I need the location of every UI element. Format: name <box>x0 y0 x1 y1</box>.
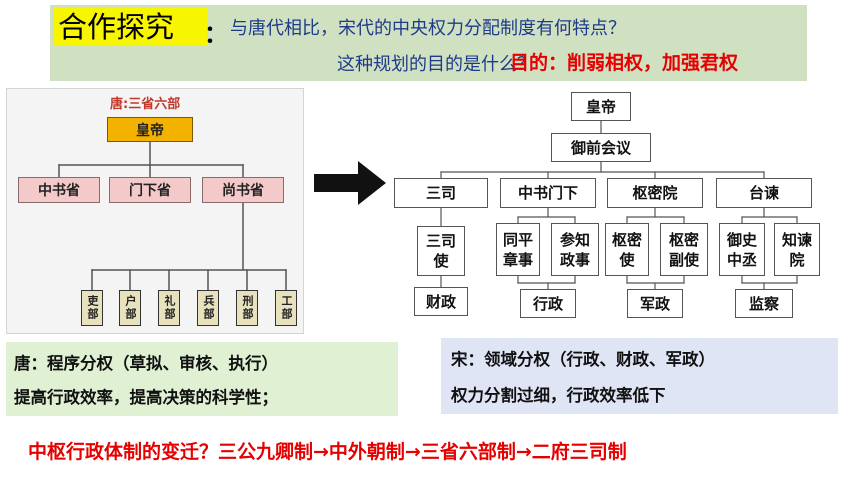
song-official-zhijianyuan: 知谏院 <box>774 223 820 276</box>
tang-ministry-hu: 户部 <box>119 290 141 326</box>
song-function-administration: 行政 <box>520 289 576 318</box>
song-official-sansi-shi: 三司使 <box>417 226 465 276</box>
song-function-finance: 财政 <box>414 287 468 316</box>
song-function-military: 军政 <box>627 289 683 318</box>
tang-ministry-li-personnel: 吏部 <box>81 290 103 326</box>
song-official-canzhizhengshi: 参知政事 <box>551 223 599 276</box>
answer-text: 目的：削弱相权，加强君权 <box>510 52 739 74</box>
song-summary-box <box>441 338 838 414</box>
song-official-shumifushi: 枢密副使 <box>660 223 708 276</box>
tang-ministry-xing: 刑部 <box>236 290 258 326</box>
song-function-supervision: 监察 <box>735 289 793 318</box>
song-summary-line-2: 权力分割过细，行政效率低下 <box>451 386 666 405</box>
tang-emperor-box: 皇帝 <box>107 117 193 142</box>
question-line-2: 这种规划的目的是什么？ <box>337 54 535 75</box>
song-official-shumishi: 枢密使 <box>605 223 649 276</box>
song-official-tongpingzhangshi: 同平章事 <box>496 223 540 276</box>
right-arrow-icon <box>314 161 386 205</box>
tang-chart-title: 唐:三省六部 <box>110 97 181 112</box>
song-summary-line-1: 宋：领域分权（行政、财政、军政） <box>451 350 715 369</box>
title-colon: ： <box>204 20 228 48</box>
title-highlight <box>54 8 207 46</box>
tang-province-menxia: 门下省 <box>109 177 191 203</box>
tang-province-shangshu: 尚书省 <box>202 177 284 203</box>
song-emperor-box: 皇帝 <box>571 92 631 121</box>
tang-summary-box <box>6 342 398 416</box>
tang-ministry-li-rites: 礼部 <box>158 290 180 326</box>
tang-ministry-bing: 兵部 <box>197 290 219 326</box>
page-title: 合作探究 <box>58 10 175 44</box>
song-branch-shumiyuan: 枢密院 <box>607 178 703 208</box>
tang-province-zhongshu: 中书省 <box>18 177 100 203</box>
song-branch-sansi: 三司 <box>394 178 488 208</box>
song-council-box: 御前会议 <box>551 133 651 162</box>
tang-ministry-gong: 工部 <box>275 290 297 326</box>
tang-summary-line-1: 唐：程序分权（草拟、审核、执行） <box>14 354 278 373</box>
song-official-yushizhongcheng: 御史中丞 <box>719 223 765 276</box>
song-branch-taijian: 台谏 <box>716 178 812 208</box>
question-line-1: 与唐代相比，宋代的中央权力分配制度有何特点？ <box>230 18 626 39</box>
song-branch-zhongshu-menxia: 中书门下 <box>500 178 596 208</box>
tang-summary-line-2: 提高行政效率，提高决策的科学性； <box>14 388 278 407</box>
evolution-footer: 中枢行政体制的变迁？三公九卿制→中外朝制→三省六部制→二府三司制 <box>28 441 627 463</box>
